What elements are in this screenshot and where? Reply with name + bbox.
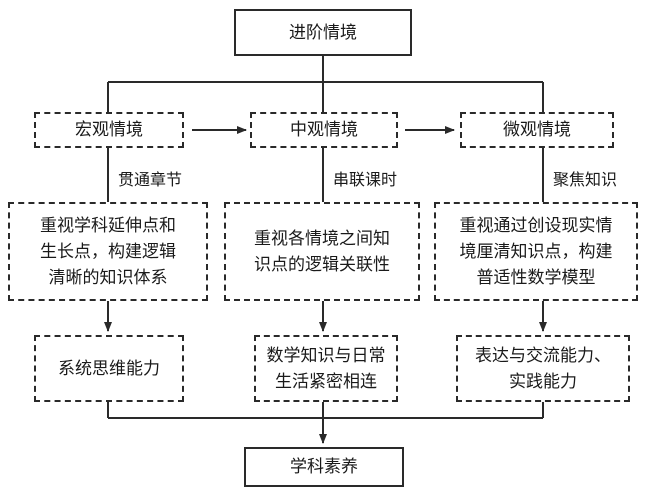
detail-box-micro: 重视通过创设现实情 境厘清知识点，构建 普适性数学模型 bbox=[434, 202, 638, 301]
level-name: 中观情境 bbox=[290, 120, 358, 140]
ability-text: 系统思维能力 bbox=[58, 358, 160, 379]
ability-box-micro: 表达与交流能力、 实践能力 bbox=[456, 335, 630, 402]
link-label: 串联课时 bbox=[331, 166, 400, 190]
level-name: 宏观情境 bbox=[75, 120, 143, 140]
ability-text: 数学知识与日常 生活紧密相连 bbox=[266, 345, 386, 392]
top-title: 进阶情境 bbox=[289, 22, 357, 43]
ability-text: 表达与交流能力、 实践能力 bbox=[475, 345, 611, 392]
top-box: 进阶情境 bbox=[234, 9, 412, 56]
level-name: 微观情境 bbox=[503, 120, 571, 140]
ability-box-macro: 系统思维能力 bbox=[34, 335, 184, 402]
detail-text: 重视学科延伸点和 生长点，构建逻辑 清晰的知识体系 bbox=[40, 215, 176, 288]
detail-box-macro: 重视学科延伸点和 生长点，构建逻辑 清晰的知识体系 bbox=[8, 202, 208, 301]
level-box-micro: 微观情境 bbox=[460, 112, 614, 148]
level-box-macro: 宏观情境 bbox=[34, 112, 184, 148]
ability-box-meso: 数学知识与日常 生活紧密相连 bbox=[254, 335, 398, 402]
bottom-box: 学科素养 bbox=[244, 447, 404, 487]
link-label: 贯通章节 bbox=[116, 166, 185, 190]
detail-text: 重视各情境之间知 识点的逻辑关联性 bbox=[254, 228, 390, 275]
level-box-meso: 中观情境 bbox=[250, 112, 398, 148]
detail-box-meso: 重视各情境之间知 识点的逻辑关联性 bbox=[224, 202, 420, 301]
detail-text: 重视通过创设现实情 境厘清知识点，构建 普适性数学模型 bbox=[459, 215, 613, 288]
bottom-title: 学科素养 bbox=[290, 457, 358, 477]
link-label: 聚焦知识 bbox=[551, 166, 620, 190]
